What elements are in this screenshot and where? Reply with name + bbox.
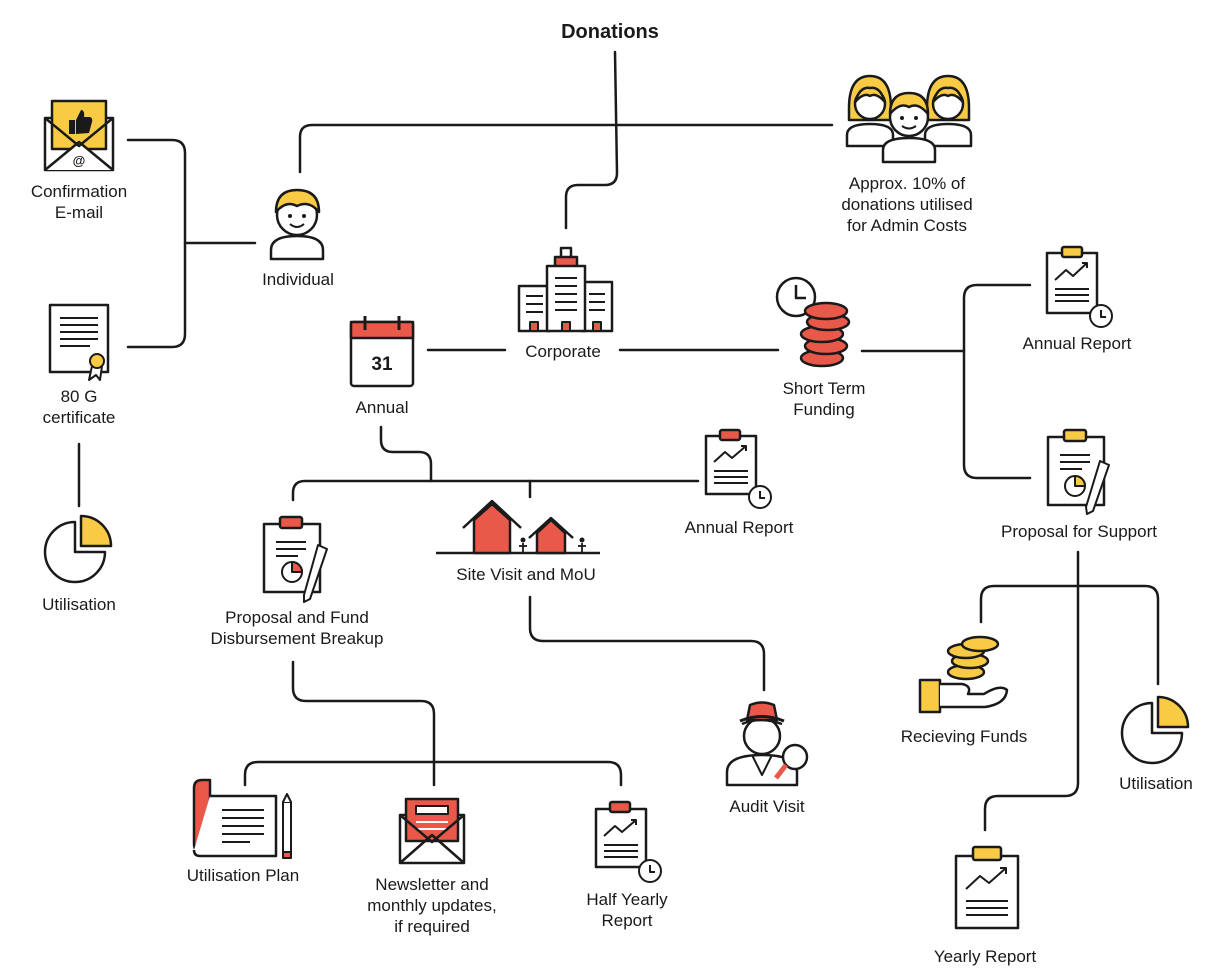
node-label-site-visit: Site Visit and MoU: [456, 564, 596, 585]
label-line: Audit Visit: [729, 797, 805, 816]
label-line: Corporate: [525, 342, 601, 361]
node-label-utilisation-left: Utilisation: [42, 594, 116, 615]
node-label-utilisation-plan: Utilisation Plan: [187, 865, 299, 886]
label-line: Approx. 10% of: [848, 174, 966, 193]
pie-chart-icon: [1120, 695, 1190, 765]
node-label-proposal-fund: Proposal and Fund Disbursement Breakup: [211, 607, 384, 649]
label-line: Annual Report: [1022, 334, 1132, 353]
node-label-admin-costs: Approx. 10% of donations utilised for Ad…: [841, 173, 972, 236]
svg-text:@: @: [73, 153, 86, 168]
label-line: Annual: [355, 398, 409, 417]
label-line: Utilisation: [1119, 774, 1193, 793]
label-line: 80 G: [60, 387, 98, 406]
report-clipboard-icon: [594, 800, 662, 883]
node-label-proposal-for-support: Proposal for Support: [1001, 521, 1157, 542]
label-line: Report: [601, 911, 653, 930]
label-line: Annual Report: [684, 518, 794, 537]
label-line: Yearly Report: [933, 947, 1037, 966]
report-clipboard-icon: [704, 428, 772, 509]
houses-icon: [436, 499, 600, 555]
node-label-half-yearly-report: Half Yearly Report: [586, 889, 667, 931]
node-label-individual: Individual: [262, 269, 334, 290]
label-line: E-mail: [54, 203, 104, 222]
group-of-people-icon: [845, 74, 973, 164]
node-label-audit-visit: Audit Visit: [729, 796, 804, 817]
label-line: monthly updates,: [367, 896, 497, 915]
label-line: Short Term: [782, 379, 866, 398]
label-line: if required: [394, 917, 470, 936]
office-buildings-icon: [517, 246, 614, 333]
pie-chart-icon: [43, 514, 113, 584]
node-label-confirmation-email: Confirmation E-mail: [31, 181, 127, 223]
label-line: Disbursement Breakup: [210, 629, 384, 648]
label-line: for Admin Costs: [847, 216, 967, 235]
label-line: Utilisation Plan: [186, 866, 300, 885]
label-line: Site Visit and MoU: [456, 565, 596, 584]
diagram-title: Donations: [561, 21, 659, 43]
newsletter-envelope-icon: [398, 797, 466, 865]
calendar-day: 31: [371, 354, 393, 375]
report-clipboard-icon: [1045, 245, 1113, 328]
node-label-newsletter: Newsletter and monthly updates, if requi…: [367, 874, 496, 937]
label-line: Proposal for Support: [1001, 522, 1157, 541]
node-label-corporate: Corporate: [525, 341, 601, 362]
report-clipboard-icon: [954, 845, 1020, 930]
label-line: Newsletter and: [375, 875, 489, 894]
thumbs-up-envelope-icon: @: [43, 99, 115, 172]
label-line: Confirmation: [30, 182, 128, 201]
coins-in-hand-icon: [918, 635, 1009, 714]
label-line: Recieving Funds: [900, 727, 1028, 746]
certificate-icon: [48, 303, 110, 381]
person-icon: [269, 188, 325, 261]
label-line: Half Yearly: [586, 890, 668, 909]
blueprint-pencil-icon: [192, 778, 292, 859]
label-line: certificate: [42, 408, 116, 427]
calendar-icon: 31: [349, 316, 415, 388]
node-label-annual-report-right: Annual Report: [1023, 333, 1132, 354]
label-line: Utilisation: [42, 595, 116, 614]
node-label-short-term-funding: Short Term Funding: [783, 378, 866, 420]
node-label-annual-report-mid: Annual Report: [685, 517, 794, 538]
label-line: Individual: [262, 270, 334, 289]
inspector-icon: [725, 701, 809, 787]
proposal-clipboard-icon: [262, 515, 328, 603]
label-line: donations utilised: [841, 195, 973, 214]
clock-coins-icon: [775, 276, 851, 368]
label-line: Proposal and Fund: [225, 608, 369, 627]
node-label-receiving-funds: Recieving Funds: [901, 726, 1028, 747]
proposal-clipboard-icon: [1046, 428, 1110, 515]
node-label-utilisation-right: Utilisation: [1119, 773, 1193, 794]
connector-lines: [77, 50, 1160, 832]
node-label-yearly-report: Yearly Report: [934, 946, 1036, 967]
node-label-80g-certificate: 80 G certificate: [43, 386, 116, 428]
node-label-annual: Annual: [356, 397, 409, 418]
label-line: Funding: [793, 400, 855, 419]
